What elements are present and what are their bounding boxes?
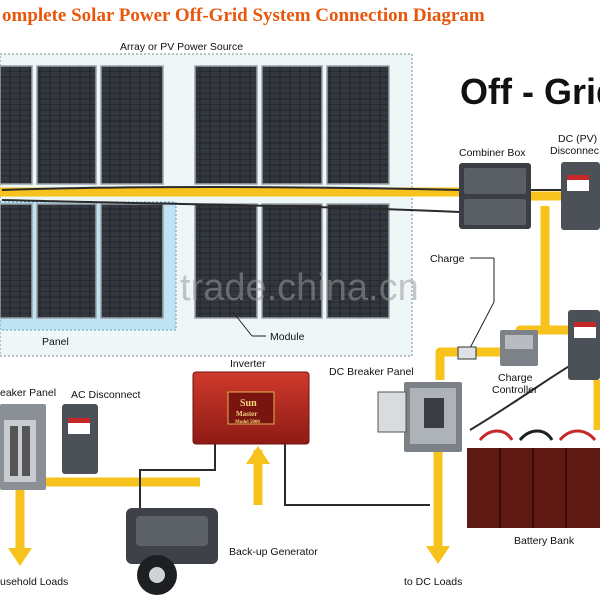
dc-pv-label-line1: DC (PV) — [558, 133, 597, 145]
fuse — [457, 346, 477, 360]
panel-label: Panel — [42, 336, 69, 348]
array-label: Array or PV Power Source — [120, 41, 243, 53]
inverter-brand-sun: Sun — [240, 398, 257, 409]
charge-label: Charge — [430, 253, 465, 265]
pv-module — [261, 203, 323, 319]
pv-module — [0, 65, 33, 185]
pv-module — [326, 203, 390, 319]
charge-controller — [500, 330, 538, 366]
dc-pv-label-line2: Disconnec — [550, 145, 599, 157]
dc-breaker-panel — [377, 382, 462, 452]
generator-label: Back-up Generator — [229, 546, 318, 558]
generator-arrow — [246, 446, 270, 464]
pv-module — [194, 65, 258, 185]
pv-modules — [0, 65, 390, 319]
battery-bank-label: Battery Bank — [514, 535, 575, 547]
pv-module — [0, 203, 33, 319]
combiner-box — [459, 163, 531, 229]
household-arrow — [8, 548, 32, 566]
inverter-brand-master: Master — [236, 410, 257, 418]
pv-module — [100, 203, 164, 319]
inverter — [192, 371, 310, 445]
battery-bank — [467, 429, 600, 528]
dc-pv-disconnect — [561, 162, 600, 230]
charge-controller-label-line1: Charge — [498, 372, 533, 384]
pv-module — [326, 65, 390, 185]
off-grid-heading: Off - Grid — [460, 71, 600, 112]
ac-disconnect — [62, 404, 98, 474]
household-loads-label: usehold Loads — [0, 576, 68, 588]
module-leader — [232, 311, 253, 337]
battery-disconnect — [568, 310, 600, 380]
combiner-label: Combiner Box — [459, 147, 526, 159]
charge-leader — [469, 301, 495, 349]
ac-breaker-panel — [0, 404, 46, 490]
inverter-model: Model 5000 — [235, 420, 260, 425]
watermark: trade.china.cn — [180, 267, 419, 309]
pv-module — [194, 203, 258, 319]
pv-module — [100, 65, 164, 185]
inverter-label: Inverter — [230, 358, 266, 370]
pv-module — [36, 65, 97, 185]
dc-loads-arrow — [426, 546, 450, 564]
ac-disconnect-label: AC Disconnect — [71, 389, 141, 401]
diagram-title: omplete Solar Power Off-Grid System Conn… — [2, 5, 485, 26]
pv-module — [36, 203, 97, 319]
dc-loads-label: to DC Loads — [404, 576, 462, 588]
pv-module — [261, 65, 323, 185]
charge-controller-label-line2: Controller — [492, 384, 538, 396]
breaker-panel-label: eaker Panel — [0, 387, 56, 399]
backup-generator — [126, 508, 218, 595]
dc-breaker-label: DC Breaker Panel — [329, 366, 414, 378]
module-label: Module — [270, 331, 305, 343]
